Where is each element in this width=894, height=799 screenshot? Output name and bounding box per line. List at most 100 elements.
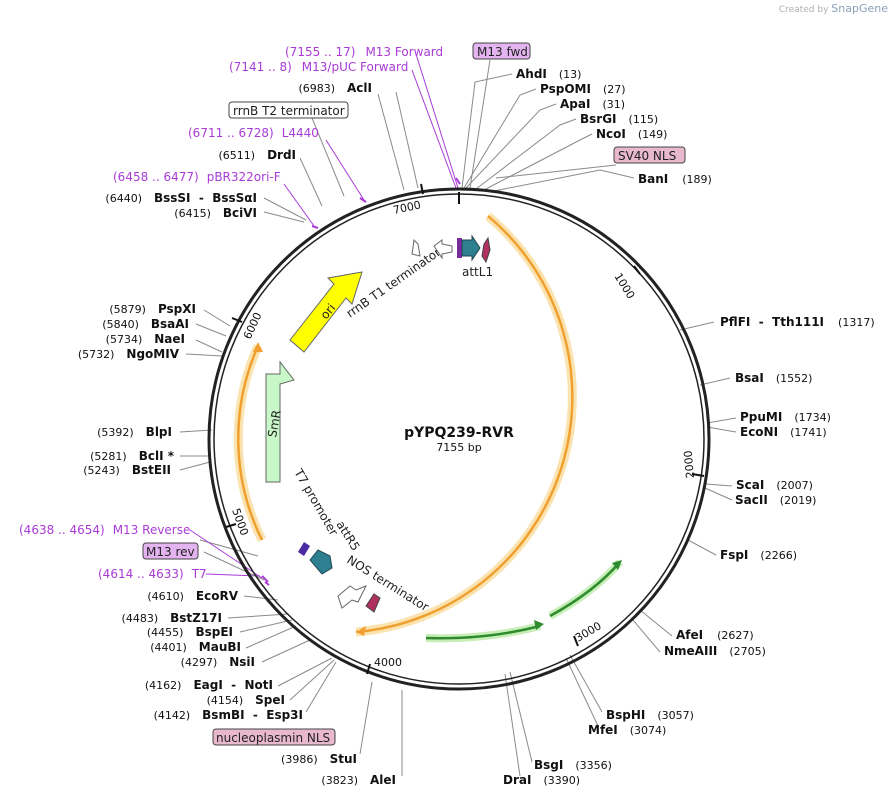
rrnb-t2-label: rrnB T2 terminator [233,104,345,118]
enzyme-naei[interactable]: (5734)NaeI [106,332,185,346]
enzyme-ahdi[interactable]: AhdI(13) [516,67,581,81]
enzyme-bstz17i[interactable]: (4483)BstZ17I [122,611,222,625]
tick-2000: 2000 [682,450,697,479]
enzyme-ncoi[interactable]: NcoI(149) [596,127,667,141]
enzyme-ecorv[interactable]: (4610)EcoRV [147,589,238,603]
green-arrowhead-b [612,560,622,570]
enzyme-stui[interactable]: (3986)StuI [281,752,357,766]
enzyme-scai[interactable]: ScaI(2007) [736,478,813,492]
primer-m13-reverse[interactable]: (4638 .. 4654)M13 Reverse [19,523,190,537]
tick-4000: 4000 [374,656,402,669]
green-feature-arc-b [548,559,624,620]
rrnb-t2-box[interactable] [228,101,349,119]
primer-m13-puc-forward[interactable]: (7141 .. 8)M13/pUC Forward [229,60,408,74]
tick-6000: 6000 [241,310,265,341]
watermark-prefix: Created by [778,5,829,15]
enzyme-mfei[interactable]: MfeI(3074) [588,723,666,737]
enzyme-alei[interactable]: (3823)AleI [321,773,396,787]
tick-1000: 1000 [611,271,637,302]
nos-terminator-arrow[interactable] [337,585,368,609]
enzyme-afei[interactable]: AfeI(2627) [676,628,754,642]
enzyme-pspomi[interactable]: PspOMI(27) [540,82,626,96]
enzyme-fspi[interactable]: FspI(2266) [720,548,797,562]
enzyme-apai[interactable]: ApaI(31) [560,97,625,111]
plasmid-size: 7155 bp [436,441,481,454]
boxed-labels: M13 fwd SV40 NLS rrnB T2 terminator M13 … [142,42,686,746]
enzyme-eagi-noti[interactable]: (4162)EagI - NotI [145,678,273,692]
backbone-outer [207,187,711,691]
snapgene-watermark: Created by SnapGene [779,2,888,15]
enzyme-ngomiv[interactable]: (5732)NgoMIV [78,347,180,361]
enzyme-bspei[interactable]: (4455)BspEI [147,625,233,639]
t7-promoter-marker[interactable] [298,542,310,556]
enzyme-drai[interactable]: DraI(3390) [503,773,580,787]
nucleoplasmin-nls-feature[interactable] [365,593,381,613]
m13-fwd-box[interactable] [472,42,531,60]
m13-rev-box[interactable] [142,542,199,560]
smr-feature[interactable] [265,360,295,483]
enzyme-bsai[interactable]: BsaI(1552) [735,371,812,385]
attl1-left-marker[interactable] [457,238,462,258]
primer-t7[interactable]: (4614 .. 4633)T7 [98,567,207,581]
enzyme-labels: AhdI(13) PspOMI(27) ApaI(31) BsrGI(115) … [503,67,875,787]
enzyme-bsmbi-esp3i[interactable]: (4142)BsmBI - Esp3I [154,708,303,722]
enzyme-bcivi[interactable]: (6415)BciVI [174,206,257,220]
green-feature-arc-a-core [425,624,541,640]
enzyme-pspxi[interactable]: (5879)PspXI [109,302,196,316]
attl1-label: attL1 [462,265,493,279]
m13-fwd-label: M13 fwd [477,45,528,59]
enzyme-drdi[interactable]: (6511)DrdI [218,148,296,162]
enzyme-bsaai[interactable]: (5840)BsaAI [102,317,189,331]
primer-m13-forward[interactable]: (7155 .. 17)M13 Forward [285,45,443,59]
ori-feature[interactable] [289,271,363,353]
attr5-feature[interactable] [309,549,333,575]
enzyme-bani[interactable]: BanI(189) [638,172,712,186]
enzyme-bsteii[interactable]: (5243)BstEII [83,463,171,477]
primer-markers [261,177,461,586]
nucleoplasmin-nls-label: nucleoplasmin NLS [216,731,330,745]
orange-arrowhead-right [356,626,366,636]
attr5-label: attR5 [333,518,362,553]
enzyme-econi[interactable]: EcoNI(1741) [740,425,827,439]
leader-lines [179,53,737,777]
green-arrowhead-a [534,620,544,630]
m13-rev-label: M13 rev [146,545,195,559]
enzyme-labels-left: (3823)AleI (3986)StuI (4142)BsmBI - Esp3… [78,81,396,787]
nucleoplasmin-nls-box[interactable] [212,728,336,746]
enzyme-pflfi-tth111i[interactable]: PflFI - Tth111I(1317) [720,315,875,329]
orange-feature-arc-left-core [237,345,264,541]
tick-marks [225,183,705,675]
primer-pbr322ori-f[interactable]: (6458 .. 6477)pBR322ori-F [113,170,281,184]
primer-l4440[interactable]: (6711 .. 6728)L4440 [188,126,319,140]
attl1-feature[interactable] [461,234,481,262]
tick-7000: 7000 [392,198,422,217]
enzyme-bsphi[interactable]: BspHI(3057) [606,708,694,722]
smr-label: SmR [265,409,284,439]
enzyme-nmeaiii[interactable]: NmeAIII(2705) [664,644,766,658]
orange-feature-arc-right-core [355,215,574,634]
enzyme-bsssi-bsssai[interactable]: (6440)BssSI - BssSαI [105,191,257,205]
enzyme-sacii[interactable]: SacII(2019) [735,493,816,507]
nos-terminator-label: NOS terminator [344,553,431,615]
enzyme-bcli[interactable]: (5281)BclI * [90,449,175,463]
plasmid-name: pYPQ239-RVR [404,425,514,441]
enzyme-nsii[interactable]: (4297)NsiI [181,655,255,669]
snapgene-logo: SnapGene [831,2,888,15]
rrnb-t1-arrow[interactable] [411,238,421,257]
sv40-nls-label: SV40 NLS [618,149,676,163]
primer-labels: (7155 .. 17)M13 Forward (7141 .. 8)M13/p… [19,45,443,581]
enzyme-acli[interactable]: (6983)AclI [298,81,372,95]
enzyme-spei[interactable]: (4154)SpeI [207,693,285,707]
enzyme-maubi[interactable]: (4401)MauBI [150,640,241,654]
green-feature-arc-b-core [549,561,621,618]
enzyme-blpi[interactable]: (5392)BlpI [97,425,172,439]
sv40-nls-feature[interactable] [481,236,491,264]
enzyme-ppumi[interactable]: PpuMI(1734) [740,410,831,424]
sv40-nls-box[interactable] [613,146,686,164]
enzyme-bsgi[interactable]: BsgI(3356) [534,758,612,772]
enzyme-bsrgi[interactable]: BsrGI(115) [580,112,658,126]
rrnb-t2-arrow[interactable] [433,239,453,260]
orange-arrowhead-left [253,342,263,352]
t7-promoter-label: T7 promoter [291,466,341,538]
